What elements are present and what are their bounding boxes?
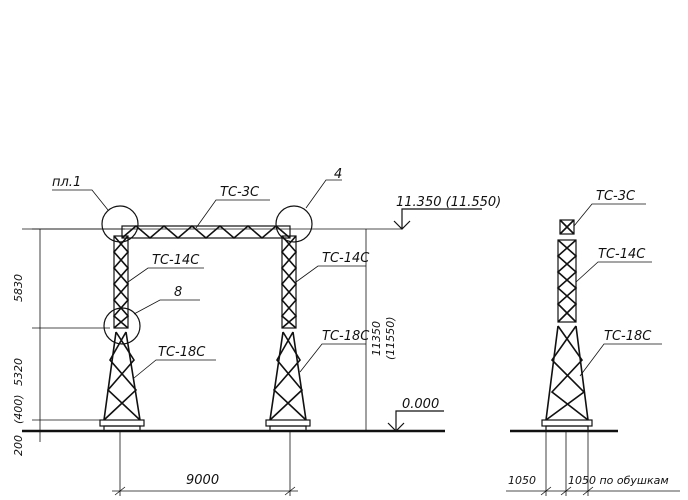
leader-tc3-front xyxy=(195,199,270,229)
left-tower xyxy=(99,235,145,432)
span-tick-left xyxy=(114,486,126,496)
node-circle-8 xyxy=(103,307,141,345)
label-tc18-left: TC-18C xyxy=(158,345,206,360)
zero-elevation-label: 0.000 xyxy=(402,397,439,412)
dim-5830: 5830 xyxy=(12,274,25,302)
crossbeam xyxy=(121,224,291,240)
leader-tc18-right xyxy=(299,343,366,373)
label-pl1: пл.1 xyxy=(52,175,81,190)
dim-11550: (11550) xyxy=(384,316,397,360)
leader-pl1 xyxy=(52,189,109,211)
side-view-tower xyxy=(541,219,593,432)
label-side-tc3: TC-3C xyxy=(596,189,636,204)
label-tc14-right: TC-14C xyxy=(322,251,370,266)
top-elevation-marker xyxy=(393,208,482,230)
label-node4: 4 xyxy=(334,167,342,182)
side-tick-2 xyxy=(560,486,572,496)
leader-side-tc14 xyxy=(575,261,652,283)
side-tick-3 xyxy=(582,486,594,496)
dim-9000: 9000 xyxy=(186,473,219,488)
side-tick-1 xyxy=(540,486,552,496)
leader-side-tc18 xyxy=(579,343,662,377)
label-node8: 8 xyxy=(174,285,182,300)
label-tc14-left: TC-14C xyxy=(152,253,200,268)
label-tc18-right: TC-18C xyxy=(322,329,370,344)
leader-side-tc3 xyxy=(573,203,646,227)
leader-node8 xyxy=(133,299,200,315)
dim-11350: 11350 xyxy=(370,321,383,356)
node-circle-4 xyxy=(275,205,313,243)
label-tc3-front: TC-3C xyxy=(220,185,260,200)
leader-tc18-left xyxy=(133,359,216,379)
node-circle-pl1 xyxy=(101,205,139,243)
dim-5320: 5320 xyxy=(12,358,25,386)
zero-elevation-marker xyxy=(387,410,444,432)
leader-tc14-left xyxy=(127,267,204,283)
dim-side-left: 1050 xyxy=(508,474,536,487)
dim-side-right: 1050 по обушкам xyxy=(568,474,669,487)
top-elevation-label: 11.350 (11.550) xyxy=(396,195,501,210)
dim-400: (400) xyxy=(12,394,25,424)
leader-node4 xyxy=(305,179,342,209)
dim-200: 200 xyxy=(12,435,25,456)
right-tower xyxy=(265,235,311,432)
label-side-tc18: TC-18C xyxy=(604,329,652,344)
label-side-tc14: TC-14C xyxy=(598,247,646,262)
span-tick-right xyxy=(284,486,296,496)
leader-tc14-right xyxy=(295,265,366,283)
